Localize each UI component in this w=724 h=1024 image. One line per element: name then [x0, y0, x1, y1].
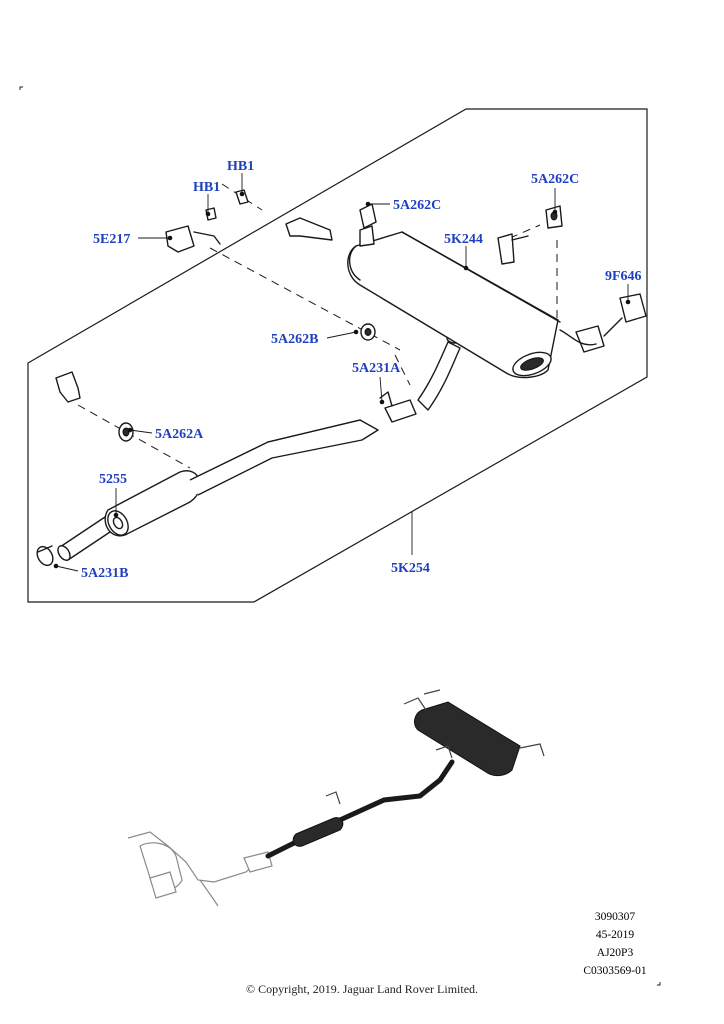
copyright-notice: © Copyright, 2019. Jaguar Land Rover Lim… — [245, 982, 479, 996]
crop-mark-bottom-right — [657, 982, 661, 986]
alignment-line-middle — [209, 247, 401, 351]
drawing-id: C0303569-01 — [583, 965, 647, 977]
callout-5a262c-mid[interactable]: 5A262C — [393, 198, 441, 213]
rear-muffler-bracket[interactable] — [497, 233, 529, 265]
callout-5k254[interactable]: 5K254 — [391, 561, 430, 576]
callout-5a262b[interactable]: 5A262B — [271, 332, 318, 347]
drawing-number: 3090307 — [594, 911, 636, 923]
callout-hb1-left[interactable]: HB1 — [193, 180, 220, 195]
callout-5a231b[interactable]: 5A231B — [81, 566, 128, 581]
callout-5a262c-right[interactable]: 5A262C — [531, 172, 579, 187]
heat-shield-5e217[interactable] — [165, 225, 221, 253]
callout-hb1-top[interactable]: HB1 — [227, 159, 254, 174]
rear-muffler-5k244[interactable] — [347, 231, 561, 411]
front-heat-bracket[interactable] — [55, 371, 81, 403]
callout-5k244[interactable]: 5K244 — [444, 232, 483, 247]
alignment-line-front — [77, 404, 191, 469]
alignment-line-hb1 — [221, 183, 263, 211]
drawing-reference-block: 3090307 45-2019 AJ20P3 C0303569-01 — [570, 908, 660, 980]
bolt-hb1-top[interactable] — [235, 189, 249, 205]
bolt-hb1-left[interactable] — [205, 207, 217, 221]
rear-hanger-bracket-left[interactable] — [285, 203, 377, 247]
rubber-hanger-5a262b[interactable] — [360, 323, 376, 341]
alignment-line-clamp — [394, 354, 411, 386]
callout-9f646[interactable]: 9F646 — [605, 269, 642, 284]
crop-mark-top-left — [19, 86, 23, 90]
rubber-hanger-5a262c-right[interactable] — [545, 205, 563, 229]
callout-5a262a[interactable]: 5A262A — [155, 427, 204, 442]
clamp-5a231a[interactable] — [379, 391, 417, 423]
alignment-line-bracket — [509, 224, 541, 239]
rubber-hanger-5a262a[interactable] — [118, 422, 134, 442]
drawing-date-code: 45-2019 — [595, 929, 635, 941]
clamp-5a231b[interactable] — [34, 544, 56, 568]
leader-lines — [53, 173, 631, 572]
callout-5a231a[interactable]: 5A231A — [352, 361, 401, 376]
front-muffler-5255[interactable] — [55, 419, 379, 562]
locator-view-assembled — [127, 689, 545, 907]
drawing-model-code: AJ20P3 — [596, 947, 634, 959]
exhaust-valve-9f646[interactable] — [559, 293, 647, 353]
callout-5e217[interactable]: 5E217 — [93, 232, 130, 247]
callout-5255[interactable]: 5255 — [99, 472, 127, 487]
exploded-view-frame — [27, 108, 648, 603]
